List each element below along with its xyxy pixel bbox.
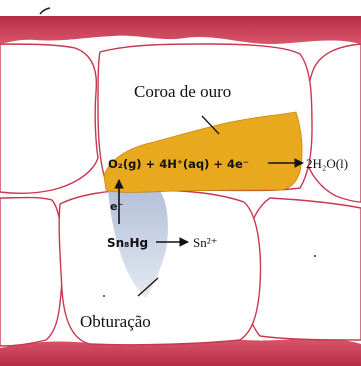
reaction-reactants: O₂(g) + 4H⁺(aq) + 4e⁻ bbox=[108, 157, 249, 171]
corner-mark bbox=[40, 8, 50, 14]
filling-label: Obturação bbox=[80, 312, 151, 331]
reaction-product: 2H₂O(l) bbox=[306, 156, 348, 171]
electron-label: e⁻ bbox=[110, 200, 123, 213]
gold-crown-label: Coroa de ouro bbox=[134, 82, 231, 101]
speck bbox=[314, 255, 316, 257]
tooth-top-left bbox=[0, 44, 98, 193]
tooth-bottom-right bbox=[244, 198, 361, 340]
upper-gum bbox=[0, 16, 361, 44]
alloy-label: Sn₈Hg bbox=[107, 236, 148, 250]
tooth-bottom-left bbox=[0, 198, 63, 347]
speck bbox=[103, 295, 105, 297]
ion-label: Sn²⁺ bbox=[193, 235, 218, 250]
